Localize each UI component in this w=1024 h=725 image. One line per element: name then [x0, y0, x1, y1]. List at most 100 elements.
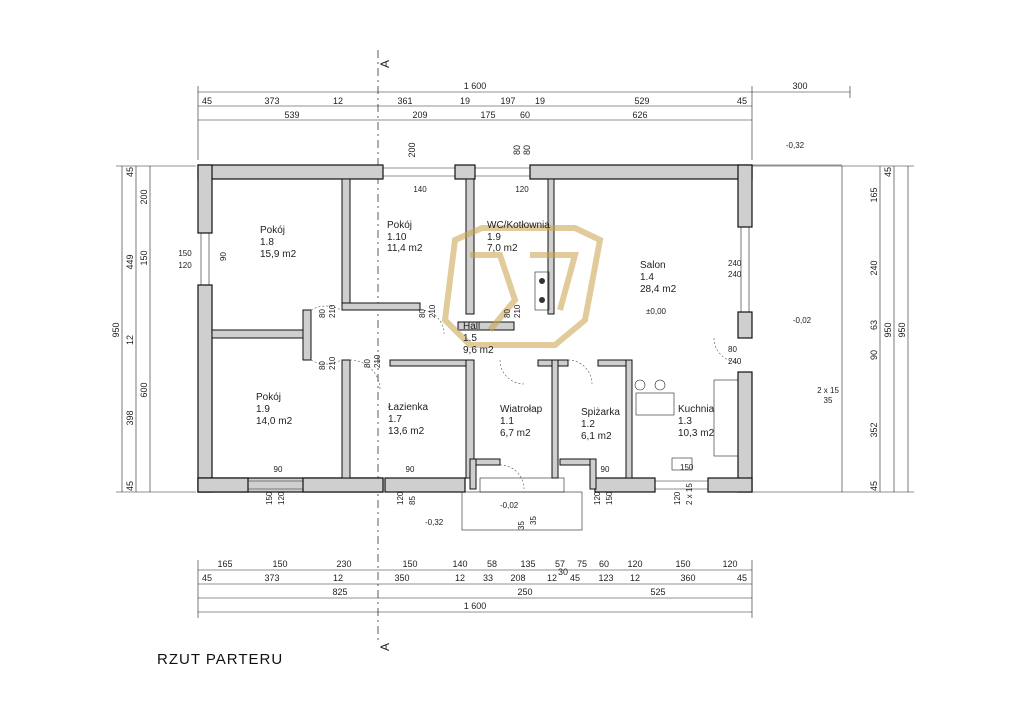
svg-text:30: 30	[558, 567, 568, 577]
svg-text:150: 150	[675, 559, 690, 569]
doors	[310, 305, 739, 490]
svg-text:80: 80	[512, 145, 522, 155]
room-kuchnia: Kuchnia 1.3 10,3 m2	[678, 404, 715, 439]
svg-text:28,4 m2: 28,4 m2	[640, 284, 677, 295]
svg-text:11,4 m2: 11,4 m2	[387, 243, 423, 254]
right-dimensions: 45 165 240 63 90 352 45 950 950 2 x 15 3…	[752, 165, 914, 493]
svg-text:1.1: 1.1	[500, 416, 514, 427]
svg-text:90: 90	[406, 465, 415, 474]
svg-text:1.10: 1.10	[387, 232, 407, 243]
svg-text:80: 80	[418, 309, 427, 318]
svg-text:209: 209	[412, 110, 427, 120]
svg-text:90: 90	[601, 465, 610, 474]
svg-text:60: 60	[599, 559, 609, 569]
svg-text:45: 45	[737, 96, 747, 106]
svg-text:60: 60	[520, 110, 530, 120]
svg-text:373: 373	[264, 96, 279, 106]
svg-text:Spiżarka: Spiżarka	[581, 407, 620, 418]
section-marker-top: A	[378, 60, 392, 68]
svg-text:13,6 m2: 13,6 m2	[388, 426, 425, 437]
svg-text:150: 150	[139, 250, 149, 265]
level-salon: ±0,00	[646, 307, 667, 316]
svg-text:398: 398	[125, 410, 135, 425]
svg-text:1.4: 1.4	[640, 272, 654, 283]
svg-text:208: 208	[510, 573, 525, 583]
svg-text:449: 449	[125, 254, 135, 269]
svg-text:57: 57	[555, 559, 565, 569]
svg-text:10,3 m2: 10,3 m2	[678, 428, 715, 439]
windows	[200, 164, 842, 531]
level-top-right: -0,32	[786, 141, 805, 150]
svg-text:360: 360	[680, 573, 695, 583]
svg-text:120: 120	[627, 559, 642, 569]
svg-text:240: 240	[728, 270, 742, 279]
svg-text:250: 250	[517, 587, 532, 597]
svg-text:525: 525	[650, 587, 665, 597]
svg-text:230: 230	[336, 559, 351, 569]
svg-text:529: 529	[634, 96, 649, 106]
svg-text:210: 210	[328, 304, 337, 318]
top-total-dim: 1 600	[464, 81, 487, 91]
level-entrance: -0,02	[500, 501, 519, 510]
room-wc-kotlownia: WC/Kotłownia 1.9 7,0 m2	[487, 220, 550, 254]
svg-text:240: 240	[728, 357, 742, 366]
svg-text:140: 140	[413, 185, 427, 194]
svg-text:12: 12	[547, 573, 557, 583]
svg-text:120: 120	[178, 261, 192, 270]
svg-text:200: 200	[139, 189, 149, 204]
svg-text:1.9: 1.9	[256, 404, 270, 415]
room-salon: Salon 1.4 28,4 m2 ±0,00	[640, 260, 677, 316]
svg-text:Pokój: Pokój	[260, 225, 285, 236]
svg-text:Pokój: Pokój	[387, 220, 412, 231]
svg-text:150: 150	[272, 559, 287, 569]
svg-text:WC/Kotłownia: WC/Kotłownia	[487, 220, 550, 231]
svg-text:120: 120	[722, 559, 737, 569]
svg-text:80: 80	[318, 309, 327, 318]
svg-text:80: 80	[363, 359, 372, 368]
svg-text:45: 45	[883, 167, 893, 177]
bottom-total-dim: 1 600	[464, 601, 487, 611]
svg-text:150: 150	[402, 559, 417, 569]
svg-text:Salon: Salon	[640, 260, 666, 271]
room-spizarka: Spiżarka 1.2 6,1 m2	[581, 407, 620, 442]
svg-text:175: 175	[480, 110, 495, 120]
svg-text:6,1 m2: 6,1 m2	[581, 431, 612, 442]
svg-text:80: 80	[503, 309, 512, 318]
svg-text:45: 45	[737, 573, 747, 583]
kitchen-fixtures	[534, 271, 739, 471]
svg-text:150: 150	[605, 491, 614, 505]
svg-text:210: 210	[513, 304, 522, 318]
svg-text:626: 626	[632, 110, 647, 120]
top-right-ext-dim: 300	[792, 81, 807, 91]
watermark-logo	[441, 225, 604, 348]
svg-text:63: 63	[869, 320, 879, 330]
room-hall: Hall 1.5 9,6 m2	[463, 321, 494, 356]
svg-text:600: 600	[139, 382, 149, 397]
left-dimensions: 950 45 449 12 398 45 200 150 600 150 120	[111, 165, 196, 493]
svg-text:58: 58	[487, 559, 497, 569]
room-lazienka: Łazienka 1.7 13,6 m2	[388, 402, 428, 437]
svg-text:120: 120	[515, 185, 529, 194]
svg-text:140: 140	[452, 559, 467, 569]
room-pokoj-1-9: Pokój 1.9 14,0 m2	[256, 392, 293, 427]
top-dimensions: 1 600 300 45 373 12 361 19 197 19 529 45…	[197, 81, 851, 194]
svg-text:373: 373	[264, 573, 279, 583]
svg-text:Wiatrołap: Wiatrołap	[500, 404, 543, 415]
svg-text:350: 350	[394, 573, 409, 583]
level-bottom-left: -0,32	[425, 518, 444, 527]
svg-text:240: 240	[728, 259, 742, 268]
svg-text:45: 45	[125, 167, 135, 177]
svg-text:35: 35	[529, 516, 538, 525]
svg-text:197: 197	[500, 96, 515, 106]
section-marker-bottom: A	[378, 643, 392, 651]
svg-text:85: 85	[408, 496, 417, 505]
level-right: -0,02	[793, 316, 812, 325]
svg-text:165: 165	[869, 187, 879, 202]
svg-text:120: 120	[277, 491, 286, 505]
svg-text:45: 45	[202, 96, 212, 106]
svg-text:361: 361	[397, 96, 412, 106]
opening-labels: 90 90 90 90 80 210 80 210 80 210 80 210 …	[219, 252, 742, 530]
svg-text:35: 35	[824, 396, 833, 405]
svg-text:210: 210	[373, 354, 382, 368]
